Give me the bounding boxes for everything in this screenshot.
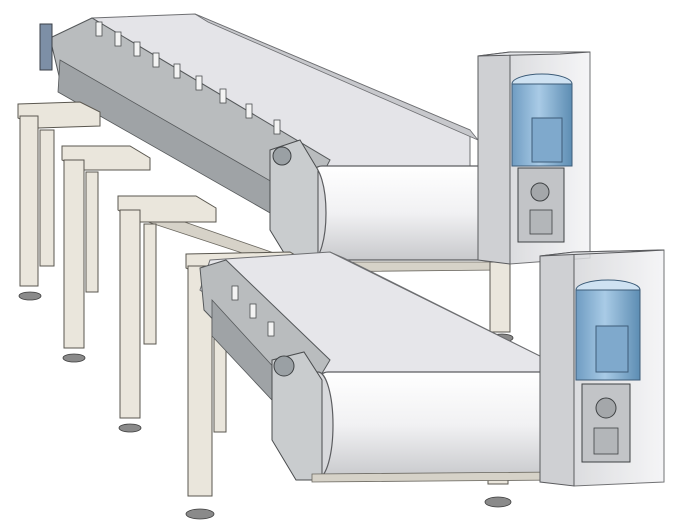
frame-1-leg: [19, 115, 39, 287]
frame-3-top: [117, 195, 217, 223]
lower-rail-brackets: [231, 285, 275, 337]
foot-1: [18, 291, 42, 301]
upper-conveyor: [39, 13, 503, 273]
upper-sprocket: [272, 146, 292, 166]
lower-bottom-beam: [311, 471, 561, 483]
frame-2-leg-inner: [85, 171, 99, 293]
frame-1-leg-inner: [39, 129, 55, 267]
lower-drive-drum: [286, 371, 565, 479]
upper-motor-housing: [477, 51, 591, 265]
upper-housing-top: [477, 51, 591, 57]
upper-motor: [511, 73, 573, 167]
foot-5: [484, 496, 512, 508]
lower-housing-top: [539, 249, 665, 257]
rear-leg-right-1: [489, 261, 511, 333]
frame-2-leg: [63, 159, 85, 349]
lower-motor-housing: [539, 249, 665, 487]
upper-housing-side: [477, 51, 511, 265]
upper-end-plate: [39, 23, 53, 71]
foot-4: [185, 508, 215, 520]
upper-gearbox: [517, 167, 565, 243]
lower-gearbox: [581, 383, 631, 463]
lower-motor: [575, 279, 641, 381]
frame-3-leg-inner: [143, 223, 157, 345]
foot-3: [118, 423, 142, 433]
upper-rail-brackets: [95, 21, 281, 135]
frame-3-leg: [119, 209, 141, 419]
foot-2: [62, 353, 86, 363]
lower-housing-side: [539, 251, 575, 487]
lower-sprocket: [273, 355, 295, 377]
